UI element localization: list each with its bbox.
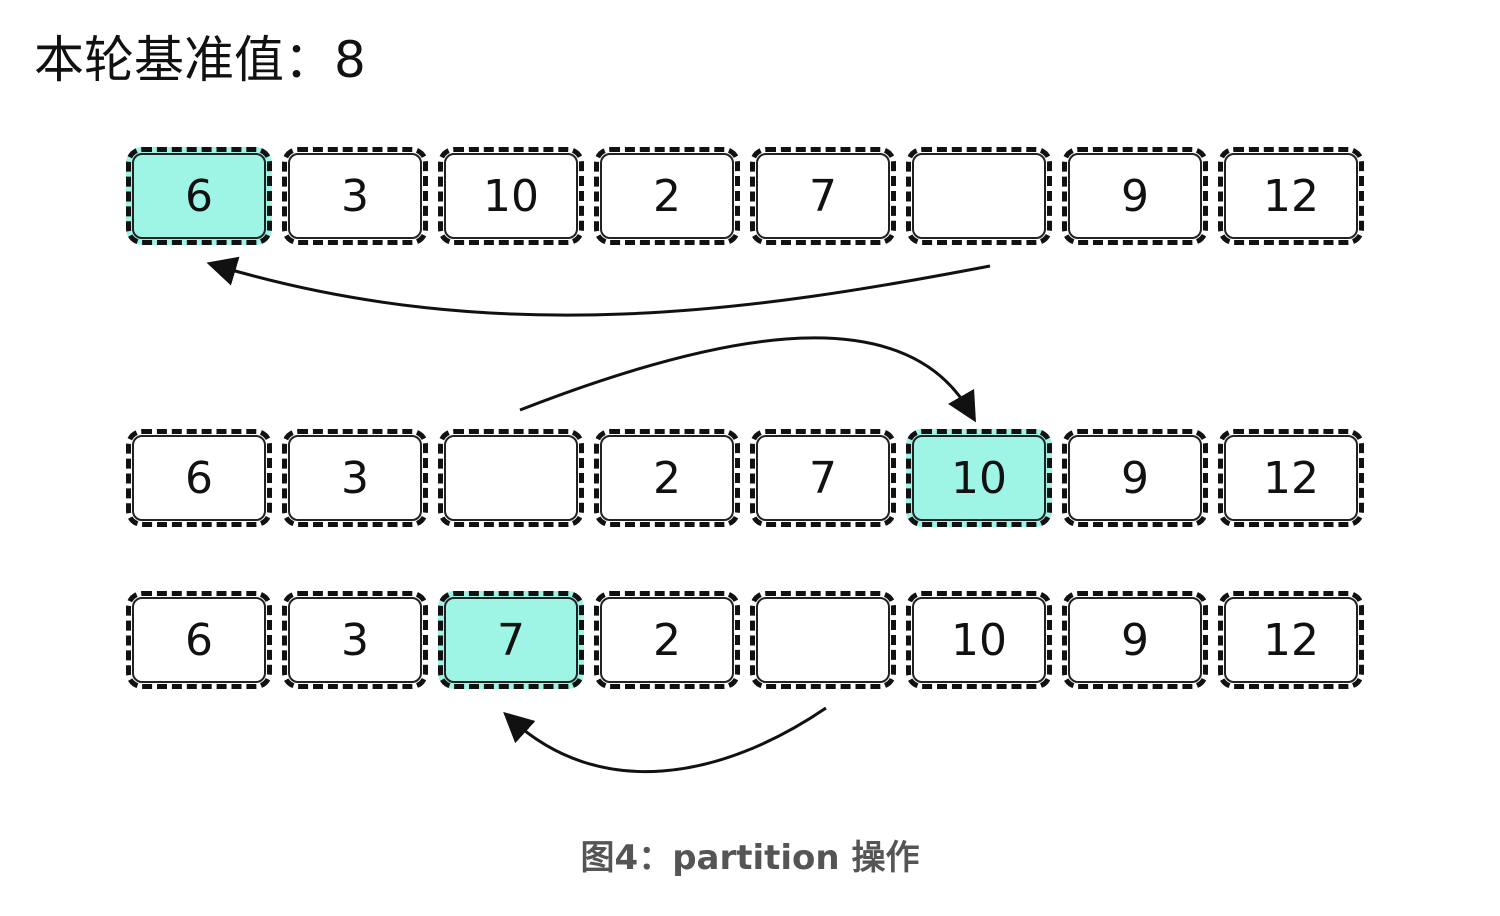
array-cell: 3 (282, 591, 428, 689)
array-cell: 6 (126, 429, 272, 527)
array-cell: 2 (594, 429, 740, 527)
arrow-move-7-to-left (503, 706, 827, 774)
array-cell: 7 (750, 147, 896, 245)
array-cell-highlighted: 6 (126, 147, 272, 245)
array-cell: 3 (282, 147, 428, 245)
array-cell: 9 (1062, 591, 1208, 689)
array-cell-highlighted: 10 (906, 429, 1052, 527)
array-cell (750, 591, 896, 689)
array-cell: 3 (282, 429, 428, 527)
array-row-1: 6 3 10 2 7 9 12 (126, 147, 1364, 251)
array-row-2: 6 3 2 7 10 9 12 (126, 429, 1364, 533)
array-cell: 9 (1062, 147, 1208, 245)
array-cell: 10 (906, 591, 1052, 689)
array-cell: 2 (594, 591, 740, 689)
array-cell: 12 (1218, 147, 1364, 245)
figure-caption: 图4：partition 操作 (580, 838, 920, 878)
array-cell (438, 429, 584, 527)
array-cell (906, 147, 1052, 245)
array-cell: 9 (1062, 429, 1208, 527)
array-cell: 7 (750, 429, 896, 527)
array-cell: 12 (1218, 591, 1364, 689)
arrow-move-6-to-left (206, 256, 991, 317)
array-cell: 6 (126, 591, 272, 689)
pivot-title: 本轮基准值：8 (34, 31, 366, 89)
array-cell: 10 (438, 147, 584, 245)
array-cell: 12 (1218, 429, 1364, 527)
array-cell-highlighted: 7 (438, 591, 584, 689)
arrow-move-10-to-right (519, 336, 976, 423)
array-cell: 2 (594, 147, 740, 245)
array-row-3: 6 3 7 2 10 9 12 (126, 591, 1364, 695)
